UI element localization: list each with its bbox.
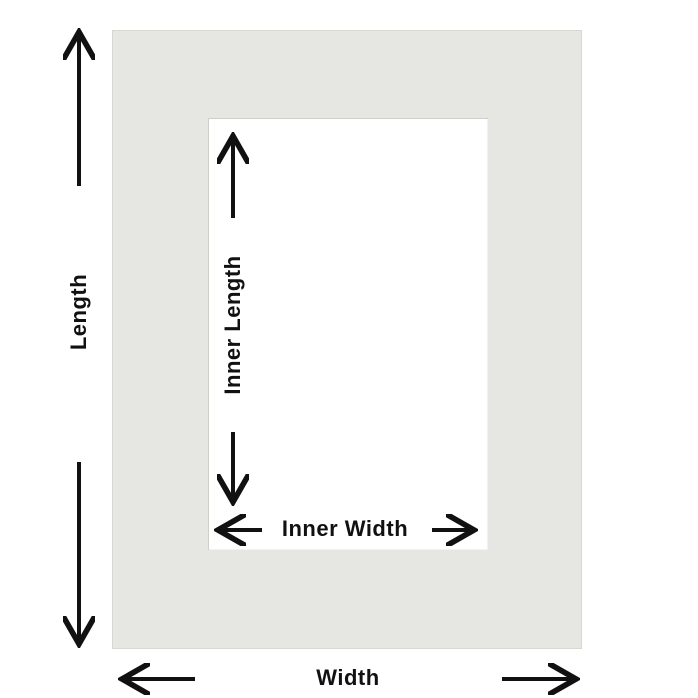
inner-length-label: Inner Length [220, 255, 245, 395]
inner-width-label: Inner Width [281, 516, 409, 541]
length-label: Length [66, 273, 91, 351]
mat-window-opening [208, 118, 488, 550]
width-label: Width [316, 665, 380, 690]
